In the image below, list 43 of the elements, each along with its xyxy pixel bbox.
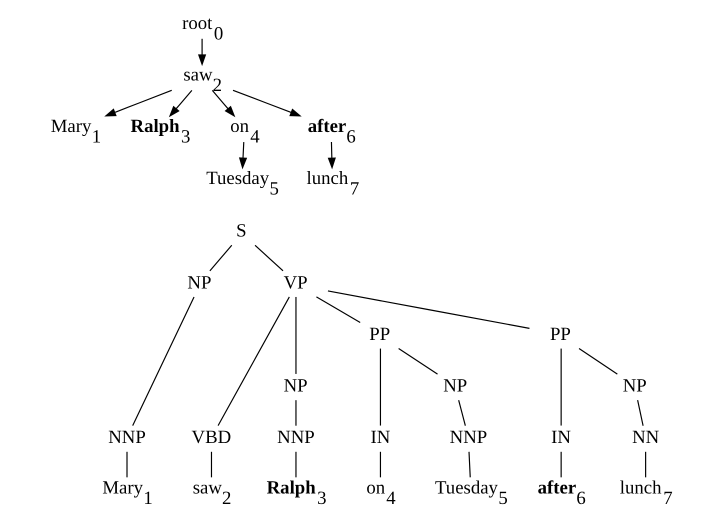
- connector: [644, 452, 646, 478]
- connector: [560, 348, 562, 426]
- connector: [217, 296, 290, 426]
- node-text: VP: [283, 272, 308, 294]
- connector: [327, 290, 530, 329]
- node-text: IN: [550, 427, 570, 448]
- node-text: NP: [186, 272, 211, 294]
- connector: [468, 452, 470, 478]
- connector: [208, 244, 232, 272]
- connector: [132, 296, 194, 426]
- node-text: NN: [632, 427, 659, 448]
- node-text: NP: [622, 376, 646, 397]
- node-text: PP: [368, 324, 390, 345]
- connector: [398, 348, 438, 375]
- connector: [560, 452, 562, 478]
- arrow: [168, 90, 192, 118]
- node-text: NNP: [108, 427, 146, 448]
- connector: [294, 296, 296, 374]
- node-text: NNP: [449, 427, 487, 448]
- arrow: [104, 90, 172, 117]
- arrow: [197, 38, 206, 66]
- connector: [254, 244, 283, 272]
- connector: [316, 296, 360, 323]
- node-text: IN: [370, 427, 390, 448]
- connector: [578, 348, 618, 375]
- node-text: VBD: [191, 427, 231, 448]
- node-text: S: [236, 220, 246, 242]
- arrow: [327, 142, 336, 170]
- node-text: PP: [549, 324, 570, 345]
- connector: [636, 400, 644, 426]
- node-text: NP: [283, 376, 308, 397]
- arrow: [211, 90, 235, 118]
- connector: [379, 348, 381, 426]
- node-text: NP: [442, 376, 467, 397]
- connector: [210, 452, 212, 478]
- connector: [126, 452, 128, 478]
- connector: [379, 452, 381, 478]
- connector: [294, 452, 296, 478]
- node-text: NNP: [276, 427, 314, 448]
- arrow: [232, 90, 302, 117]
- connector: [458, 400, 466, 426]
- connector: [294, 400, 296, 426]
- arrow: [238, 142, 247, 170]
